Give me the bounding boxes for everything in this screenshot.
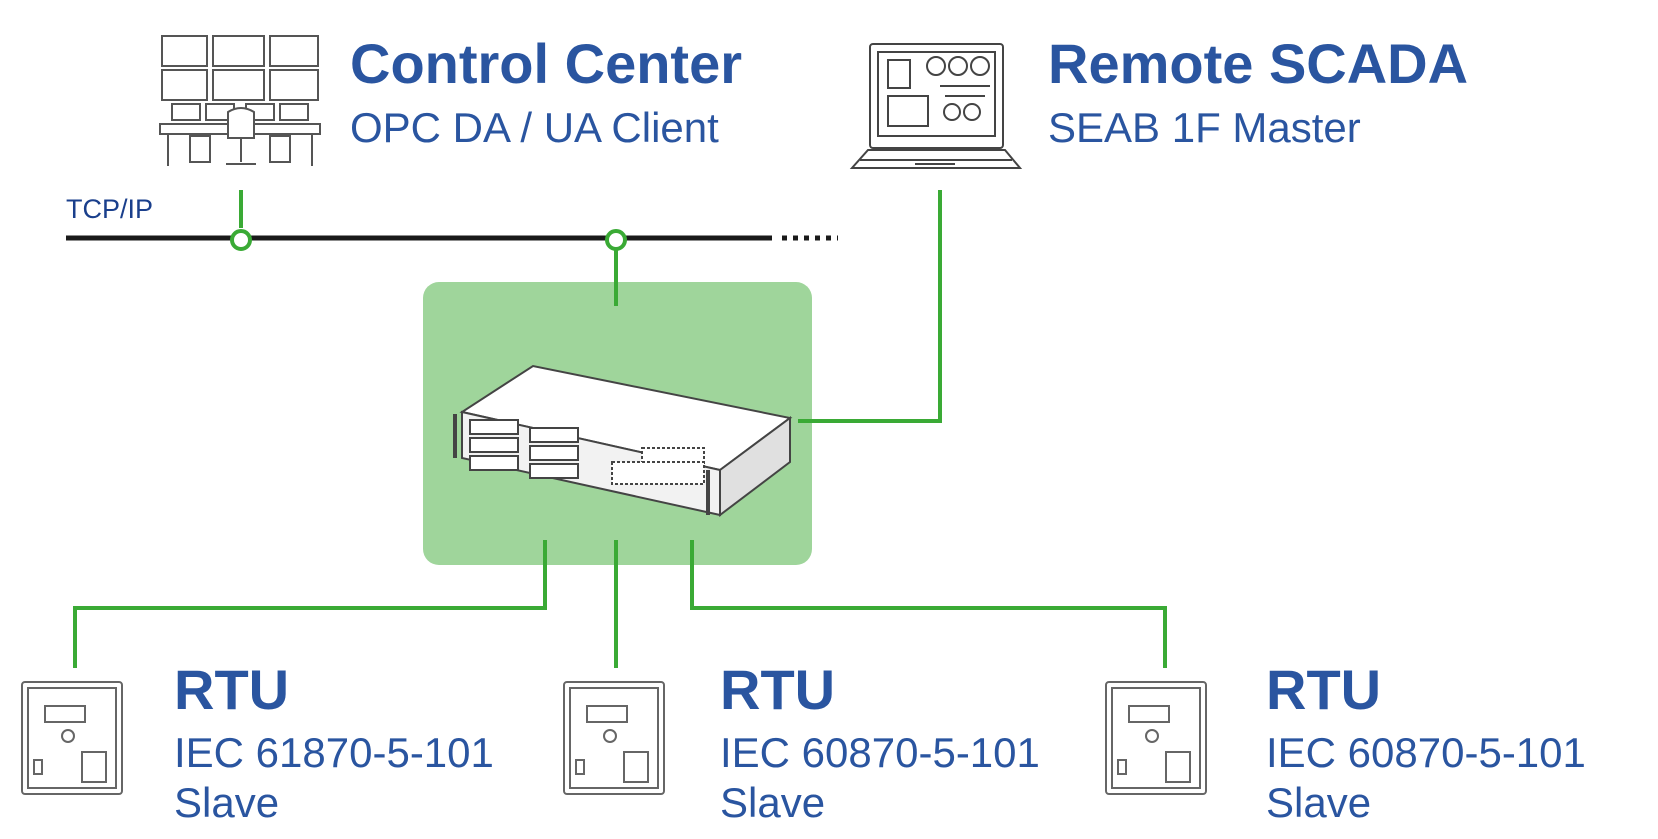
control-center-subtitle: OPC DA / UA Client [350, 104, 719, 151]
rack-server-icon [453, 364, 793, 518]
control-center-title: Control Center [350, 32, 742, 95]
rtu-2-role: Slave [720, 779, 826, 826]
bus-junction-gateway [605, 229, 627, 251]
control-room-icon [159, 35, 321, 166]
rtu-2-protocol: IEC 60870-5-101 [720, 729, 1040, 776]
remote-scada-subtitle: SEAB 1F Master [1048, 104, 1361, 151]
rtu-1-protocol: IEC 61870-5-101 [174, 729, 494, 776]
connection-lines [73, 190, 1167, 668]
rtu-2-title: RTU [720, 658, 836, 721]
link-remote-scada [798, 190, 942, 423]
remote-scada-title: Remote SCADA [1048, 32, 1469, 95]
link-rtu-1 [73, 540, 547, 668]
laptop-icon [849, 43, 1023, 169]
rtu-icon [1105, 681, 1207, 795]
rtu-3-role: Slave [1266, 779, 1372, 826]
rtu-1-role: Slave [174, 779, 280, 826]
link-rtu-3 [690, 540, 1167, 668]
rtu-3-protocol: IEC 60870-5-101 [1266, 729, 1586, 776]
rtu-3-title: RTU [1266, 658, 1382, 721]
bus-junction-control-center [230, 229, 252, 251]
network-label: TCP/IP [66, 194, 154, 224]
rtu-1-title: RTU [174, 658, 290, 721]
rtu-icon [563, 681, 665, 795]
rtu-icon [21, 681, 123, 795]
